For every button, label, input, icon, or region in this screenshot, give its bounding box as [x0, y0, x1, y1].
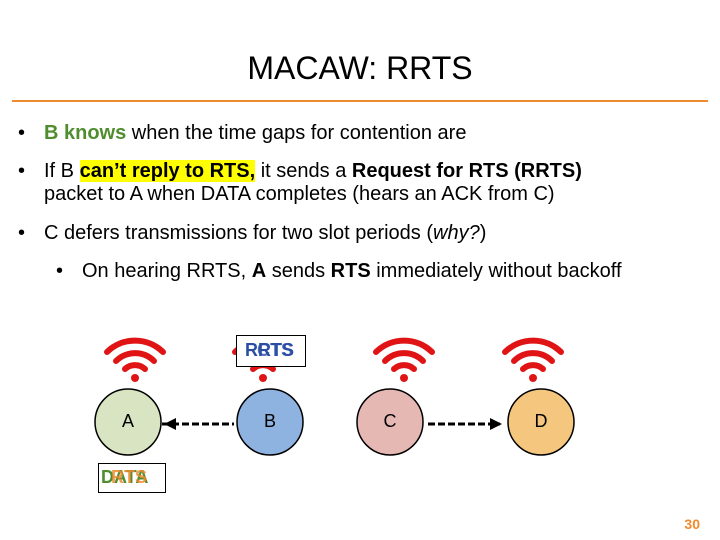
- wifi-icon: [502, 337, 564, 382]
- bullet-dot: •: [18, 122, 26, 144]
- node-a-label: A: [121, 411, 134, 431]
- bullet-3-post: ): [479, 222, 487, 244]
- wifi-icon: [104, 337, 166, 382]
- bullet-dot: •: [18, 222, 26, 244]
- slide-title: MACAW: RRTS: [247, 50, 473, 86]
- bullet-dot: •: [56, 260, 64, 282]
- why-text: why?: [433, 222, 480, 244]
- node-b: [236, 388, 304, 456]
- bullet-dot: •: [18, 160, 26, 182]
- packet-box-b: RRTS CTS: [236, 335, 306, 367]
- rrts-term: Request for RTS (RRTS): [351, 160, 582, 182]
- rrts-packet-label: RRTS: [245, 340, 294, 360]
- node-b-label: B: [263, 411, 276, 431]
- node-c-label: C: [383, 411, 397, 431]
- sub-bullet-mid: sends: [266, 260, 331, 282]
- node-a: [94, 388, 162, 456]
- bullet-3: • C defers transmissions for two slot pe…: [18, 222, 708, 245]
- bullet-1-rest: when the time gaps for contention are: [126, 122, 467, 144]
- bullet-2-pre: If B: [44, 160, 80, 182]
- node-a-ref: A: [251, 260, 267, 282]
- bullet-2: • If B can’t reply to RTS, it sends a Re…: [18, 160, 708, 206]
- title-divider: [12, 100, 708, 102]
- sub-bullet-1: • On hearing RRTS, A sends RTS immediate…: [56, 260, 706, 283]
- b-knows-text: B knows: [44, 122, 127, 144]
- wifi-icon: [373, 337, 435, 382]
- bullet-2-line2: packet to A when DATA completes (hears a…: [44, 183, 555, 205]
- cts-packet-label: CTS: [257, 340, 293, 360]
- data-packet-label: DATA: [101, 467, 149, 487]
- arrow-to-a: [164, 418, 176, 430]
- node-c: [356, 388, 424, 456]
- node-d-label: D: [534, 411, 548, 431]
- bullet-3-pre: C defers transmissions for two slot peri…: [44, 222, 434, 244]
- rts-term: RTS: [330, 260, 371, 282]
- bullet-1: • B knows when the time gaps for content…: [18, 122, 708, 145]
- sub-bullet-pre: On hearing RRTS,: [82, 260, 252, 282]
- highlighted-phrase: can’t reply to RTS,: [79, 160, 256, 182]
- packet-box-a: DATA RTS: [98, 463, 166, 493]
- page-number: 30: [684, 516, 700, 532]
- bullet-2-mid: it sends a: [255, 160, 352, 182]
- arrow-to-d: [490, 418, 502, 430]
- node-d: [507, 388, 575, 456]
- rts-packet-label: RTS: [111, 467, 147, 487]
- sub-bullet-post: immediately without backoff: [370, 260, 622, 282]
